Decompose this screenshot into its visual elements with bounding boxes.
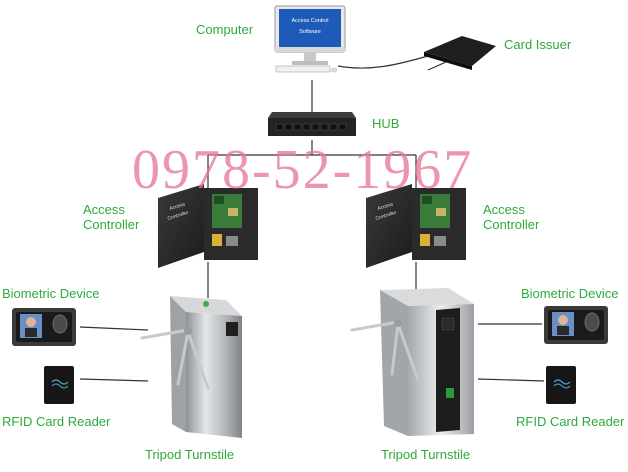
turnstile-right-panel (436, 308, 460, 432)
network-hub (268, 112, 356, 136)
monitor-base (292, 61, 328, 65)
svg-text:Access: Access (377, 201, 395, 212)
label-computer: Computer (196, 22, 254, 37)
mouse (330, 67, 338, 73)
line-left-bio (79, 326, 149, 331)
turnstile-right-arms (350, 320, 420, 382)
biometric-left-sensor (52, 314, 68, 334)
rfid-card-reader-left (44, 366, 74, 404)
monitor-stand (304, 52, 316, 62)
label-rfid-right: RFID Card Reader (516, 414, 625, 429)
access-controller-box-right: Access Controller (366, 184, 466, 268)
keyboard (275, 65, 331, 73)
tripod-turnstile-right (350, 288, 474, 436)
computer: Access Control Software (274, 5, 346, 73)
label-hub: HUB (372, 116, 400, 131)
label-turnstile-left: Tripod Turnstile (145, 447, 235, 462)
connection-lines (79, 55, 545, 382)
turnstile-left-arms (140, 328, 210, 390)
phone-watermark: 0978-52-1967 (132, 139, 474, 201)
controller-door-right (366, 184, 412, 268)
biometric-device-left (12, 308, 76, 346)
label-access-controller-left: Access Controller (83, 202, 140, 232)
line-left-rfid (79, 378, 149, 382)
label-biometric-right: Biometric Device (521, 286, 619, 301)
svg-text:Access: Access (169, 201, 187, 212)
monitor-text-line2: Software (299, 29, 321, 35)
controller-door-left (158, 184, 204, 268)
label-biometric-left: Biometric Device (2, 286, 100, 301)
monitor-text-line1: Access Control (292, 18, 329, 24)
hub-ports (275, 123, 347, 131)
turnstile-left-body (186, 312, 242, 438)
label-rfid-left: RFID Card Reader (2, 414, 111, 429)
rfid-card-reader-right (546, 366, 576, 404)
label-turnstile-right: Tripod Turnstile (381, 447, 471, 462)
biometric-right-sensor (584, 312, 600, 332)
monitor-screen (279, 9, 341, 47)
biometric-device-right (544, 306, 608, 344)
monitor-bezel-bottom (275, 47, 345, 52)
card-issuer-body (424, 36, 496, 66)
label-access-controller-right: Access Controller (483, 202, 540, 232)
line-right-rfid (477, 378, 545, 382)
access-controller-box-left: Access Controller (158, 184, 258, 268)
line-computer-card-issuer (337, 55, 429, 69)
card-issuer (424, 36, 496, 71)
label-card-issuer: Card Issuer (504, 37, 572, 52)
tripod-turnstile-left (140, 296, 242, 438)
